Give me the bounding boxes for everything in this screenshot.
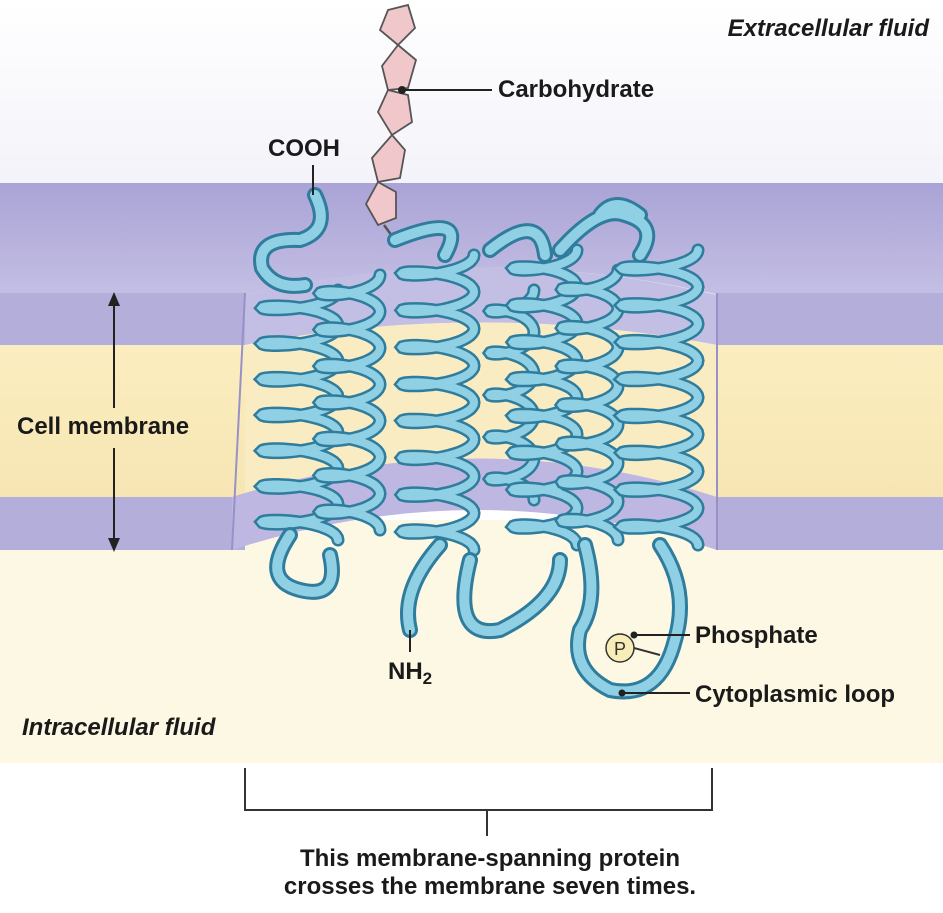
span-bracket <box>244 768 713 836</box>
right-outer-leaflet <box>717 293 943 345</box>
left-hydrophobic-core <box>0 345 245 497</box>
carbohydrate-label: Carbohydrate <box>498 76 655 103</box>
phosphate-label: Phosphate <box>695 622 818 649</box>
cooh-label: COOH <box>268 135 340 162</box>
arrow-head-down <box>108 538 120 552</box>
cell-membrane-label: Cell membrane <box>17 413 190 440</box>
phosphate-bond <box>633 647 661 656</box>
helix-1 <box>256 286 343 544</box>
helix-3 <box>396 251 479 554</box>
intracellular-loops <box>269 527 688 700</box>
helix-6 <box>616 246 703 549</box>
carbohydrate-chain <box>364 3 418 227</box>
arrow-head-up <box>108 292 120 306</box>
right-inner-leaflet <box>717 497 943 550</box>
carbohydrate-dot <box>398 86 406 94</box>
caption-line-1: This membrane-spanning protein <box>299 845 681 872</box>
nh2-label: NH2 <box>388 658 433 688</box>
phosphate-symbol: P <box>614 639 626 659</box>
protein-ribbon <box>253 187 656 294</box>
phosphate-dot <box>630 631 638 639</box>
extracellular-fluid-label: Extracellular fluid <box>727 15 929 42</box>
cutaway-edge <box>231 292 246 551</box>
right-hydrophobic-core <box>717 345 943 497</box>
caption: This membrane-spanning protein crosses t… <box>200 845 780 900</box>
pointer-lines <box>113 89 690 694</box>
helix-2 <box>314 271 385 534</box>
helix-7 <box>484 286 539 504</box>
helix-5 <box>557 266 623 544</box>
cytoplasmic-loop-label: Cytoplasmic loop <box>695 681 896 708</box>
intracellular-fluid-label: Intracellular fluid <box>22 714 216 741</box>
left-outer-leaflet <box>0 293 245 345</box>
left-inner-leaflet <box>0 497 245 550</box>
cytoplasmic-loop-dot <box>618 689 626 697</box>
caption-line-2: crosses the membrane seven times. <box>283 872 697 900</box>
membrane-back-surface <box>0 183 943 295</box>
helix-group <box>252 243 705 557</box>
